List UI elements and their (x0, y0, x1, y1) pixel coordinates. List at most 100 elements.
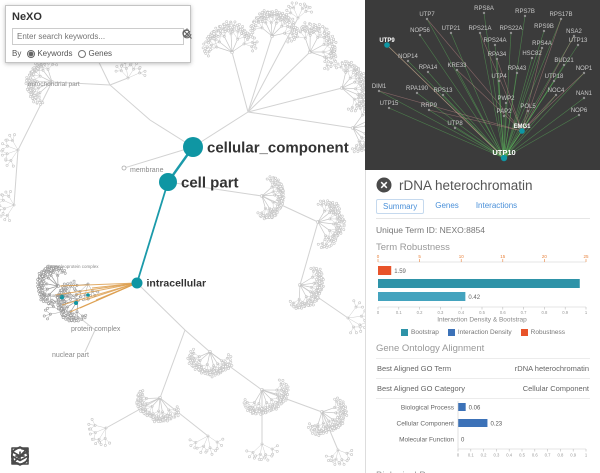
network-node-label[interactable]: UTP7 (419, 12, 435, 18)
network-node-dot[interactable] (526, 109, 530, 113)
tree-node-cellular_component[interactable] (183, 137, 203, 157)
network-node-label[interactable]: PAP2 (497, 109, 513, 115)
network-node-dot[interactable] (455, 68, 459, 72)
network-node-dot[interactable] (504, 101, 508, 105)
network-node-label[interactable]: RPS24A (483, 38, 506, 44)
network-node-dot[interactable] (523, 14, 527, 18)
expand-arrows-button[interactable] (12, 444, 137, 468)
network-node-label[interactable]: KRE33 (447, 63, 467, 69)
network-node-dot[interactable] (509, 31, 513, 35)
network-node-label[interactable]: NOP14 (398, 54, 418, 60)
network-node-dot[interactable] (441, 93, 445, 97)
network-node-label[interactable]: UTP10 (492, 148, 515, 157)
network-node-dot[interactable] (406, 59, 410, 63)
network-node-label[interactable]: RPS21A (468, 26, 491, 32)
network-node-label[interactable]: NSA2 (566, 29, 582, 35)
close-icon (376, 177, 392, 193)
network-node-label[interactable]: RPA43 (508, 66, 527, 72)
network-node-dot[interactable] (559, 17, 563, 21)
network-pane[interactable]: UTP7 RPS8A RPS7B RPS17B NOP56 UTP21 RPS21A RPS2… (365, 0, 600, 170)
network-node-label[interactable]: RPS22A (499, 26, 522, 32)
network-node-label[interactable]: RPS8A (474, 6, 494, 12)
network-node-label[interactable]: RPS13 (433, 88, 453, 94)
close-button[interactable] (376, 177, 392, 193)
network-node-label[interactable]: RPA14 (419, 65, 438, 71)
network-node-dot[interactable] (577, 113, 581, 117)
network-node-dot[interactable] (562, 63, 566, 67)
network-node-label[interactable]: DIM1 (372, 84, 387, 90)
network-node-label[interactable]: RPS4A (532, 41, 552, 47)
network-node-dot[interactable] (415, 91, 419, 95)
network-node-label[interactable]: POL5 (520, 104, 536, 110)
tab-genes[interactable]: Genes (435, 201, 459, 210)
radio-keywords-input[interactable] (27, 49, 36, 58)
network-node-label[interactable]: UTP15 (380, 101, 399, 107)
network-node-label[interactable]: UTP21 (442, 26, 461, 32)
network-node-label[interactable]: UTP8 (447, 121, 463, 127)
network-node-dot[interactable] (493, 43, 497, 47)
network-node-label[interactable]: HSC82 (522, 51, 542, 57)
network-node-label[interactable]: RPA34 (488, 52, 507, 58)
detail-header: rDNA heterochromatin (376, 177, 590, 193)
network-node-dot[interactable] (519, 128, 525, 134)
tree-node-cell-part[interactable] (159, 173, 177, 191)
tab-summary[interactable]: Summary (376, 199, 425, 214)
network-node-dot[interactable] (384, 42, 390, 48)
network-node-label[interactable]: UTP4 (491, 74, 507, 80)
network-node-dot[interactable] (572, 34, 576, 38)
network-node-label[interactable]: UTP13 (569, 38, 588, 44)
network-node-dot[interactable] (418, 33, 422, 37)
network-node-dot[interactable] (478, 31, 482, 35)
network-node-dot[interactable] (540, 46, 544, 50)
network-node-dot[interactable] (497, 79, 501, 83)
network-node-dot[interactable] (495, 57, 499, 61)
network-node-dot[interactable] (425, 17, 429, 21)
network-node-label[interactable]: UTP18 (545, 74, 564, 80)
network-node-dot[interactable] (515, 71, 519, 75)
network-node-dot[interactable] (530, 56, 534, 60)
network-node-label[interactable]: RRP9 (421, 103, 438, 109)
network-node-dot[interactable] (377, 89, 381, 93)
network-node-dot[interactable] (542, 29, 546, 33)
network-node-dot[interactable] (453, 126, 457, 130)
network-node-label[interactable]: PWP2 (497, 96, 515, 102)
network-node-label[interactable]: RPS7B (515, 9, 535, 15)
network-node-label[interactable]: NOP56 (410, 28, 430, 34)
network-node-label[interactable]: RPS9B (534, 24, 554, 30)
zoom-out-button[interactable] (11, 444, 67, 468)
network-node-dot[interactable] (427, 108, 431, 112)
network-node-dot[interactable] (582, 71, 586, 75)
network-node-label[interactable]: BUD21 (554, 58, 574, 64)
network-node-label[interactable]: NOP1 (576, 66, 593, 72)
network-node-label[interactable]: EMG1 (513, 124, 531, 130)
network-node-label[interactable]: RPS17B (549, 12, 572, 18)
radio-genes-input[interactable] (78, 49, 87, 58)
network-node-label[interactable]: NOP6 (571, 108, 588, 114)
gene-network-canvas[interactable]: UTP7 RPS8A RPS7B RPS17B NOP56 UTP21 RPS21A RPS2… (365, 0, 600, 170)
network-node-dot[interactable] (576, 43, 580, 47)
network-node-dot[interactable] (552, 79, 556, 83)
network-node-dot[interactable] (482, 11, 486, 15)
search-input[interactable] (12, 28, 184, 45)
network-node-label[interactable]: NAN1 (576, 91, 593, 97)
network-node-label[interactable]: NOC4 (548, 88, 565, 94)
tab-interactions[interactable]: Interactions (475, 201, 518, 210)
network-node-label[interactable]: UTP9 (379, 38, 395, 44)
network-node-label[interactable]: RPA190 (406, 86, 429, 92)
network-node-dot[interactable] (449, 31, 453, 35)
clear-icon[interactable] (181, 28, 193, 40)
svg-text:0.23: 0.23 (490, 422, 502, 428)
radio-genes[interactable]: Genes (78, 49, 112, 58)
network-node-dot[interactable] (387, 106, 391, 110)
fit-to-screen-button[interactable] (11, 444, 102, 468)
layers-button[interactable] (11, 444, 172, 468)
radio-keywords[interactable]: Keywords (27, 49, 72, 58)
network-node-dot[interactable] (426, 70, 430, 74)
network-node-dot[interactable] (554, 93, 558, 97)
network-node-dot[interactable] (500, 154, 508, 162)
network-node-dot[interactable] (582, 96, 586, 100)
tree-node-intracellular[interactable] (131, 277, 143, 289)
network-node-dot[interactable] (502, 114, 506, 118)
